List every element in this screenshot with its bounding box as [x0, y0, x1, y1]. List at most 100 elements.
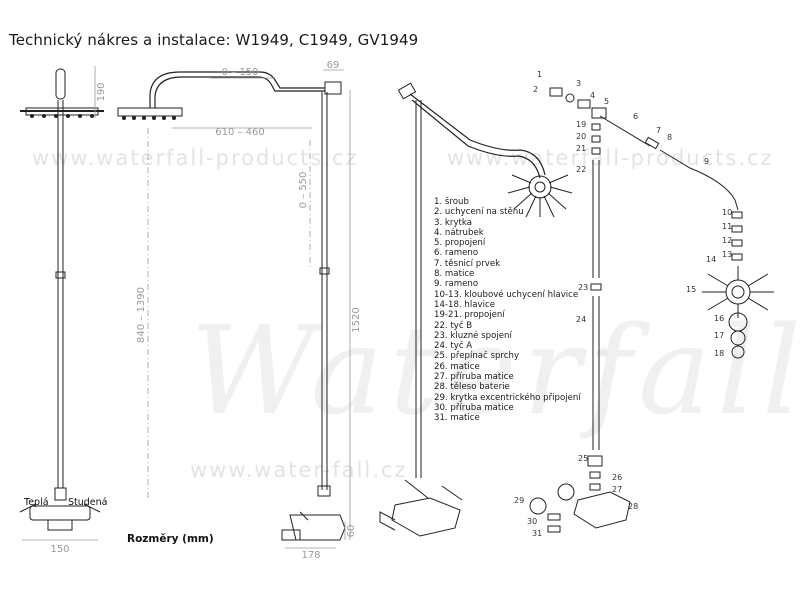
dim-valve-width: 150: [50, 544, 69, 555]
side-view-head-bracket: [55, 68, 66, 100]
exploded-part-31: [547, 525, 561, 533]
exploded-part-3: [565, 93, 575, 103]
dim-top-offset: 69: [327, 60, 340, 71]
perspective-spout: [379, 511, 396, 531]
part-number-28: 28: [628, 502, 638, 511]
watermark-url-right: www.waterfall-products.cz: [447, 146, 774, 170]
part-number-5: 5: [604, 97, 609, 106]
exploded-part-30: [547, 513, 561, 521]
part-number-26: 26: [612, 473, 622, 482]
part-number-22: 22: [576, 165, 586, 174]
dim-valve-height: 60: [346, 525, 357, 538]
part-number-27: 27: [612, 485, 622, 494]
part-number-31: 31: [532, 529, 542, 538]
parts-legend-item: 9. rameno: [434, 279, 479, 290]
parts-legend-item: 24. tyč A: [434, 341, 473, 352]
exploded-part-28: [573, 491, 631, 529]
side-view-slip-joint: [55, 271, 66, 279]
parts-legend-item: 27. příruba matice: [434, 372, 514, 383]
part-number-20: 20: [576, 132, 586, 141]
part-number-10: 10: [722, 208, 732, 217]
part-number-15: 15: [686, 285, 696, 294]
part-number-23: 23: [578, 283, 588, 292]
parts-legend-item: 5. propojení: [434, 238, 486, 249]
exploded-part-29: [529, 497, 547, 515]
exploded-part-27: [589, 483, 601, 491]
parts-legend-item: 3. krytka: [434, 217, 472, 228]
exploded-part-2: [549, 87, 563, 97]
watermark-registered-mark: ®: [598, 345, 610, 359]
side-view-cold-handle: [83, 503, 101, 513]
dimensions-unit-label: Rozměry (mm): [127, 533, 214, 545]
parts-legend-item: 22. tyč B: [434, 320, 473, 331]
side-view-nozzle-dots: [30, 114, 94, 118]
side-view-spout: [47, 519, 73, 531]
perspective-arm-b: [411, 99, 541, 179]
perspective-wall-bracket: [397, 82, 417, 100]
part-number-4: 4: [590, 91, 595, 100]
front-view-nozzle-dots: [122, 116, 176, 120]
parts-legend-item: 23. kluzné spojení: [434, 330, 512, 341]
exploded-part-29b: [557, 483, 575, 501]
dim-arm-range: 610 – 460: [215, 127, 265, 138]
exploded-part-21: [591, 147, 601, 155]
dim-total-height: 1520: [351, 307, 362, 332]
exploded-part-13: [731, 253, 743, 261]
front-view: 610 – 460 0 – 150 69 0 – 550 840 – 1390 …: [117, 60, 362, 561]
exploded-shower-head: [702, 266, 774, 318]
part-number-14: 14: [706, 255, 716, 264]
page-title: Technický nákres a instalace: W1949, C19…: [9, 31, 419, 49]
part-number-11: 11: [722, 222, 732, 231]
exploded-part-25: [587, 455, 603, 467]
part-number-30: 30: [527, 517, 537, 526]
parts-legend-item: 29. krytka excentrického připojení: [434, 392, 581, 403]
part-number-25: 25: [578, 454, 588, 463]
part-number-21: 21: [576, 144, 586, 153]
part-number-24: 24: [576, 315, 586, 324]
exploded-part-23: [590, 283, 602, 291]
exploded-part-5: [591, 107, 607, 119]
valve-hot-label: Teplá: [24, 497, 49, 508]
exploded-view: [529, 87, 774, 533]
dim-riser-adjust: 0 – 550: [298, 172, 309, 209]
exploded-part-19: [591, 123, 601, 131]
exploded-part-9: [659, 149, 739, 211]
parts-legend-item: 30. příruba matice: [434, 402, 514, 413]
watermark-logo: Waterfall: [190, 300, 800, 442]
watermark-url-left: www.waterfall-products.cz: [32, 146, 359, 170]
part-number-12: 12: [722, 236, 732, 245]
parts-legend-item: 25. přepínač sprchy: [434, 351, 520, 362]
exploded-part-4: [577, 99, 591, 109]
dim-head-height: 190: [96, 82, 107, 101]
part-number-18: 18: [714, 349, 724, 358]
exploded-part-11: [731, 225, 743, 233]
part-number-6: 6: [633, 112, 638, 121]
front-view-spout: [281, 529, 301, 541]
exploded-part-17: [730, 330, 746, 346]
part-number-16: 16: [714, 314, 724, 323]
parts-legend-item: 1. šroub: [434, 197, 469, 207]
parts-legend-item: 8. matice: [434, 269, 475, 280]
exploded-part-12: [731, 239, 743, 247]
parts-legend-item: 4. nátrubek: [434, 227, 484, 238]
front-view-slip-joint: [319, 267, 330, 275]
parts-legend-item: 6. rameno: [434, 248, 479, 259]
perspective-cold-handle: [441, 485, 463, 501]
front-view-shower-head: [117, 107, 183, 117]
front-view-handle: [299, 511, 309, 521]
part-number-labels: 1234567891011121314151617181920212223242…: [514, 70, 732, 538]
front-view-wall-bracket: [324, 81, 342, 95]
side-view-diverter: [54, 487, 67, 501]
perspective-view: [379, 82, 573, 537]
part-number-8: 8: [667, 133, 672, 142]
parts-legend-item: 26. matice: [434, 361, 480, 372]
side-view-valve-body: [29, 505, 91, 521]
parts-legend-item: 28. těleso baterie: [434, 382, 510, 393]
side-view-hot-handle: [19, 503, 37, 513]
front-view-diverter: [317, 485, 331, 497]
part-number-1: 1: [537, 70, 542, 79]
parts-legend-item: 19-21. propojení: [434, 310, 505, 321]
